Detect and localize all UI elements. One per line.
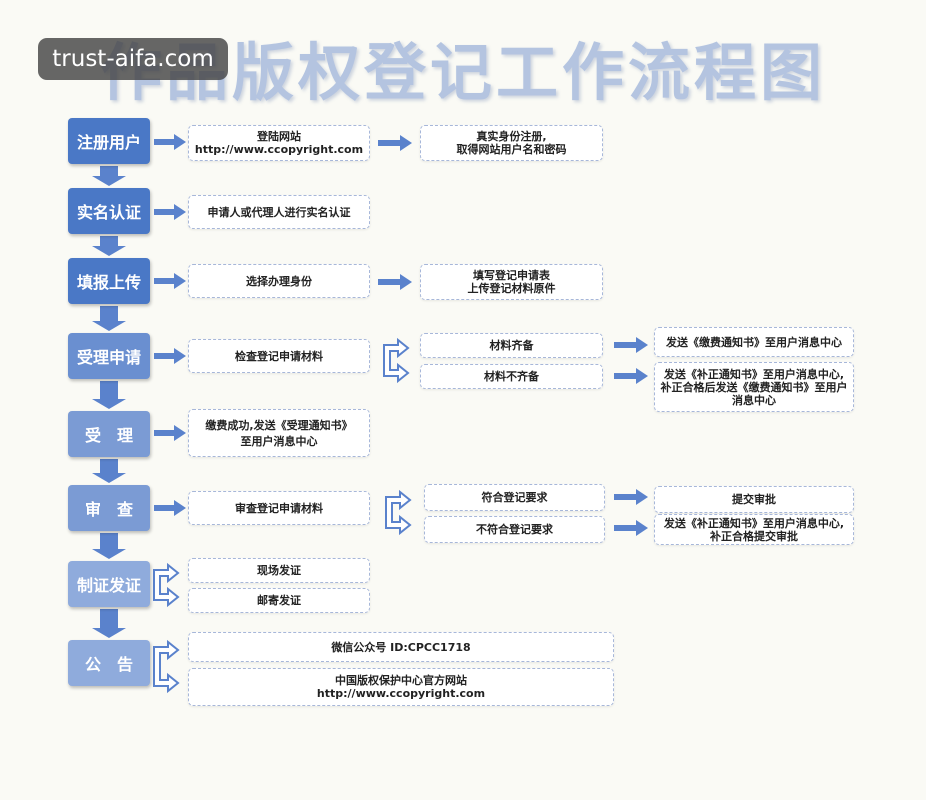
step-fill-upload: 填报上传 bbox=[68, 258, 150, 304]
step-register-user: 注册用户 bbox=[68, 118, 150, 164]
step-announcement: 公 告 bbox=[68, 640, 150, 686]
arrow-down-head bbox=[92, 176, 126, 186]
node-paid: 缴费成功,发送《受理通知书》至用户消息中心 bbox=[188, 409, 370, 457]
arrow-right-head bbox=[174, 273, 186, 289]
arrow-right-head bbox=[174, 348, 186, 364]
arrow-right-shaft bbox=[154, 430, 176, 436]
arrow-right-head bbox=[636, 368, 648, 384]
arrow-right-shaft bbox=[614, 525, 638, 531]
node-incomplete: 材料不齐备 bbox=[420, 364, 603, 389]
arrow-down-shaft bbox=[100, 459, 118, 475]
arrow-down-head bbox=[92, 628, 126, 638]
arrow-down-shaft bbox=[100, 381, 118, 401]
arrow-down-head bbox=[92, 549, 126, 559]
arrow-down-shaft bbox=[100, 306, 118, 323]
node-send-fee: 发送《缴费通知书》至用户消息中心 bbox=[654, 327, 854, 357]
step-certificate: 制证发证 bbox=[68, 561, 150, 607]
arrow-right-shaft bbox=[154, 278, 176, 284]
arrow-down-shaft bbox=[100, 533, 118, 551]
arrow-right-head bbox=[174, 500, 186, 516]
arrow-down-shaft bbox=[100, 609, 118, 630]
branch-arrow bbox=[153, 639, 180, 694]
branch-arrow bbox=[383, 337, 410, 384]
arrow-right-head bbox=[400, 135, 412, 151]
arrow-right-head bbox=[174, 425, 186, 441]
arrow-right-shaft bbox=[378, 279, 402, 285]
arrow-right-shaft bbox=[614, 373, 638, 379]
arrow-right-head bbox=[636, 337, 648, 353]
node-fill-form: 填写登记申请表上传登记材料原件 bbox=[420, 264, 603, 300]
arrow-right-shaft bbox=[614, 494, 638, 500]
arrow-right-shaft bbox=[154, 353, 176, 359]
arrow-right-head bbox=[174, 204, 186, 220]
arrow-right-head bbox=[636, 520, 648, 536]
node-meets: 符合登记要求 bbox=[424, 484, 605, 511]
branch-arrow bbox=[385, 489, 412, 536]
arrow-down-shaft bbox=[100, 166, 118, 178]
node-wechat: 微信公众号 ID:CPCC1718 bbox=[188, 632, 614, 662]
arrow-down-shaft bbox=[100, 236, 118, 248]
arrow-down-head bbox=[92, 246, 126, 256]
step-realname-auth: 实名认证 bbox=[68, 188, 150, 234]
arrow-right-shaft bbox=[614, 342, 638, 348]
branch-arrow bbox=[153, 562, 180, 608]
arrow-right-shaft bbox=[154, 139, 176, 145]
node-check-materials: 检查登记申请材料 bbox=[188, 339, 370, 373]
watermark: trust-aifa.com bbox=[38, 38, 228, 80]
node-register: 真实身份注册,取得网站用户名和密码 bbox=[420, 125, 603, 161]
arrow-down-head bbox=[92, 321, 126, 331]
arrow-right-shaft bbox=[378, 140, 402, 146]
node-send-correction-2: 发送《补正通知书》至用户消息中心,补正合格提交审批 bbox=[654, 514, 854, 545]
node-complete: 材料齐备 bbox=[420, 333, 603, 358]
arrow-right-head bbox=[400, 274, 412, 290]
arrow-right-shaft bbox=[154, 209, 176, 215]
node-submit: 提交审批 bbox=[654, 486, 854, 513]
step-acceptance: 受 理 bbox=[68, 411, 150, 457]
arrow-down-head bbox=[92, 473, 126, 483]
arrow-down-head bbox=[92, 399, 126, 409]
node-review-materials: 审查登记申请材料 bbox=[188, 491, 370, 525]
node-send-correction: 发送《补正通知书》至用户消息中心,补正合格后发送《缴费通知书》至用户消息中心 bbox=[654, 362, 854, 412]
node-realname: 申请人或代理人进行实名认证 bbox=[188, 195, 370, 229]
arrow-right-head bbox=[174, 134, 186, 150]
node-onsite: 现场发证 bbox=[188, 558, 370, 583]
arrow-right-head bbox=[636, 489, 648, 505]
node-not-meets: 不符合登记要求 bbox=[424, 516, 605, 543]
step-review: 审 查 bbox=[68, 485, 150, 531]
node-identity: 选择办理身份 bbox=[188, 264, 370, 298]
arrow-right-shaft bbox=[154, 505, 176, 511]
step-accept-application: 受理申请 bbox=[68, 333, 150, 379]
node-mail: 邮寄发证 bbox=[188, 588, 370, 613]
